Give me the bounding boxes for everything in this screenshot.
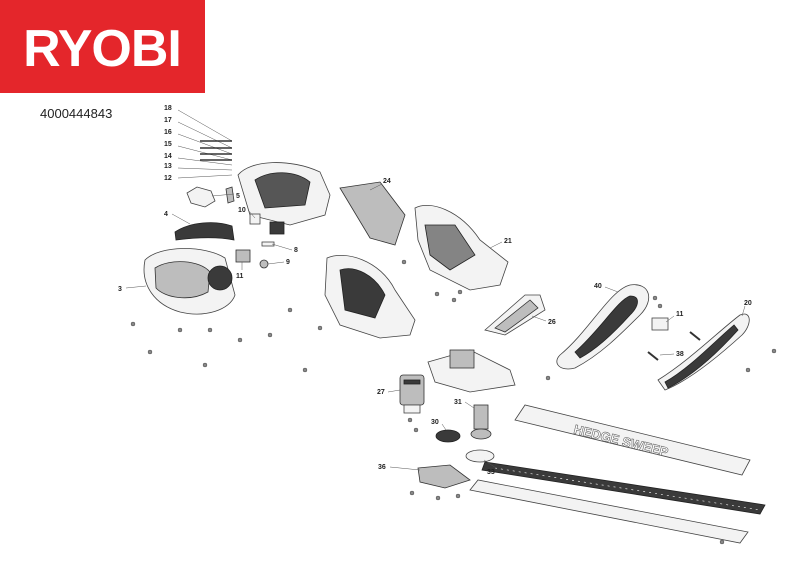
ryobi-logo: RYOBI: [0, 0, 205, 93]
svg-text:4: 4: [164, 211, 168, 218]
callout-17: 17: [164, 117, 172, 124]
part-blade-cover: HEDGE SWEEP: [514, 404, 751, 476]
svg-text:38: 38: [676, 351, 684, 358]
callout-9: 9: [267, 259, 290, 266]
svg-text:5: 5: [236, 193, 240, 200]
svg-text:14: 14: [164, 153, 172, 160]
svg-text:36: 36: [378, 464, 386, 471]
svg-text:18: 18: [164, 105, 172, 112]
part-guard: [484, 294, 546, 336]
svg-text:17: 17: [164, 117, 172, 124]
callout-18: 18: [164, 105, 172, 112]
callout-5: 5: [211, 193, 240, 200]
svg-text:26: 26: [548, 319, 556, 326]
callout-8: 8: [271, 243, 298, 254]
callout-20: 20: [741, 300, 752, 317]
callout-14: 14: [164, 153, 172, 160]
callout-12: 12: [164, 175, 172, 182]
callout-27: 27: [377, 389, 401, 396]
part-lockout-switch: [647, 317, 701, 361]
ryobi-logo-mark: RYOBI: [0, 0, 205, 93]
svg-text:30: 30: [431, 419, 439, 426]
svg-text:15: 15: [164, 141, 172, 148]
svg-text:24: 24: [383, 178, 391, 185]
svg-text:8: 8: [294, 247, 298, 254]
part-switch-components: [235, 213, 285, 269]
part-bumper: [657, 313, 750, 391]
svg-text:12: 12: [164, 175, 172, 182]
screws: [130, 259, 777, 545]
part-blade: [481, 461, 766, 515]
svg-text:13: 13: [164, 163, 172, 170]
callout-10: 10: [238, 207, 256, 219]
svg-text:27: 27: [377, 389, 385, 396]
part-handle-housing-left: [143, 248, 236, 315]
svg-text:3: 3: [118, 286, 122, 293]
svg-text:11: 11: [236, 273, 244, 280]
model-code: 4000444843: [40, 106, 113, 121]
svg-text:31: 31: [454, 399, 462, 406]
callout-30: 30: [431, 419, 447, 431]
callout-4: 4: [164, 211, 191, 225]
callout-15: 15: [164, 141, 172, 148]
part-bracket: [417, 464, 471, 489]
callout-16: 16: [164, 129, 172, 136]
callout-11-left: 11: [236, 262, 244, 280]
callout-31: 31: [454, 399, 475, 409]
part-gear-housing: [414, 204, 509, 291]
small-parts-stack: [177, 109, 233, 179]
svg-text:9: 9: [286, 259, 290, 266]
part-front-handle: [556, 284, 650, 370]
logo-text: RYOBI: [23, 20, 181, 78]
callout-38: 38: [659, 351, 684, 358]
part-lower-handle: [174, 222, 235, 241]
part-switch-trigger: [186, 186, 235, 208]
part-right-housing: [324, 254, 416, 339]
part-upper-housing: [237, 162, 331, 226]
part-gear-case: [427, 349, 516, 393]
callout-24: 24: [369, 178, 391, 191]
svg-text:20: 20: [744, 300, 752, 307]
callout-33: 33: [483, 459, 497, 476]
svg-text:33: 33: [487, 469, 495, 476]
blade-cover-text: HEDGE SWEEP: [572, 422, 670, 460]
part-gears: [435, 404, 495, 463]
svg-text:10: 10: [238, 207, 246, 214]
callout-3: 3: [118, 285, 147, 293]
callout-11-right: 11: [665, 311, 684, 323]
svg-text:21: 21: [504, 238, 512, 245]
callout-26: 26: [531, 315, 556, 326]
callout-13: 13: [164, 163, 172, 170]
callout-40: 40: [594, 283, 619, 293]
svg-text:40: 40: [594, 283, 602, 290]
part-handle-cover: [339, 181, 406, 246]
callout-21: 21: [489, 238, 512, 249]
part-motor: [399, 374, 425, 414]
callout-36: 36: [378, 464, 421, 471]
svg-text:16: 16: [164, 129, 172, 136]
part-blade-support: [469, 479, 749, 544]
svg-text:11: 11: [676, 311, 684, 318]
callouts: 18 17 16 15 14 13 12 5 4 10 8 9 11 3 24 …: [118, 105, 752, 476]
